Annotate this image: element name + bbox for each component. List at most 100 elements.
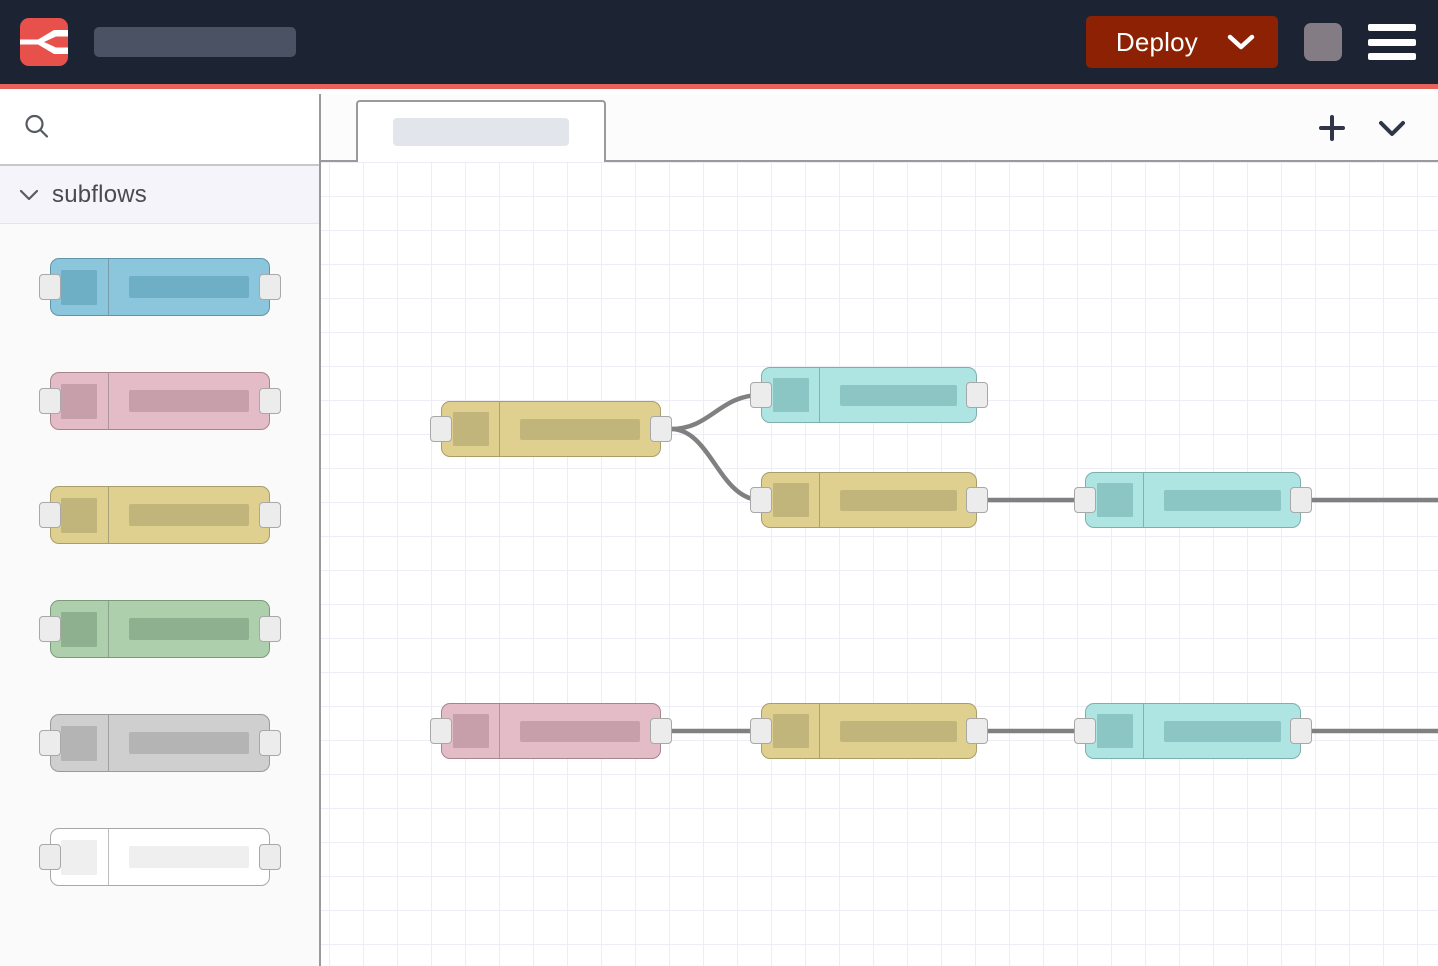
node-input-port[interactable] xyxy=(430,718,452,744)
node-label xyxy=(520,418,640,440)
user-avatar[interactable] xyxy=(1304,23,1342,61)
plus-icon[interactable] xyxy=(1316,112,1348,144)
wire-source-to-yellow-mid[interactable] xyxy=(668,426,764,503)
palette-node-grey[interactable] xyxy=(38,714,281,772)
node-input-port[interactable] xyxy=(38,730,61,756)
palette-category-subflows[interactable]: subflows xyxy=(0,166,319,224)
node-output-port[interactable] xyxy=(258,730,281,756)
node-type-icon xyxy=(61,269,97,305)
node-output-port[interactable] xyxy=(650,718,672,744)
node-body xyxy=(109,373,269,429)
node-output-port[interactable] xyxy=(258,388,281,414)
node-body xyxy=(820,704,976,758)
node-output-port[interactable] xyxy=(258,274,281,300)
canvas-node-yellow-mid[interactable] xyxy=(750,472,988,528)
node-output-port[interactable] xyxy=(966,382,988,408)
canvas-node-cyan-top[interactable] xyxy=(750,367,988,423)
node-icon-box xyxy=(51,715,109,771)
node-label xyxy=(128,504,249,526)
node-icon-box xyxy=(1086,473,1144,527)
flow-tab-bar xyxy=(321,94,1438,162)
node-label xyxy=(839,720,957,742)
node-input-port[interactable] xyxy=(750,382,772,408)
node-output-port[interactable] xyxy=(650,416,672,442)
palette-search-input[interactable] xyxy=(0,94,319,166)
node-input-port[interactable] xyxy=(38,388,61,414)
canvas-node-cyan-right[interactable] xyxy=(1074,472,1312,528)
canvas-node-cyan-bottom[interactable] xyxy=(1074,703,1312,759)
node-input-port[interactable] xyxy=(430,416,452,442)
palette-node-list xyxy=(0,224,319,914)
header-search-input[interactable] xyxy=(94,27,296,57)
node-output-port[interactable] xyxy=(258,616,281,642)
hamburger-bar-1 xyxy=(1368,24,1416,31)
node-body xyxy=(109,259,269,315)
node-type-icon xyxy=(772,378,809,412)
node-type-icon xyxy=(1096,483,1133,517)
node-input-port[interactable] xyxy=(750,718,772,744)
node-output-port[interactable] xyxy=(966,487,988,513)
node-label xyxy=(128,276,249,298)
node-body xyxy=(109,487,269,543)
palette-node-row xyxy=(0,458,319,572)
palette-node-pink[interactable] xyxy=(38,372,281,430)
node-icon-box xyxy=(51,259,109,315)
node-output-port[interactable] xyxy=(258,844,281,870)
node-icon-box xyxy=(762,704,820,758)
node-icon-box xyxy=(51,487,109,543)
node-input-port[interactable] xyxy=(38,844,61,870)
node-label xyxy=(128,846,249,868)
node-type-icon xyxy=(1096,714,1133,748)
palette-node-yellow[interactable] xyxy=(38,486,281,544)
palette-node-blue[interactable] xyxy=(38,258,281,316)
canvas-wire-layer xyxy=(668,392,1438,734)
node-type-icon xyxy=(772,714,809,748)
node-input-port[interactable] xyxy=(1074,487,1096,513)
palette-node-white[interactable] xyxy=(38,828,281,886)
chevron-down-icon[interactable] xyxy=(16,188,42,202)
palette-node-green[interactable] xyxy=(38,600,281,658)
flow-tab-active[interactable] xyxy=(356,100,606,162)
node-label xyxy=(1163,489,1281,511)
node-output-port[interactable] xyxy=(258,502,281,528)
node-type-icon xyxy=(61,611,97,647)
node-body xyxy=(109,601,269,657)
node-body xyxy=(1144,473,1300,527)
node-icon-box xyxy=(762,473,820,527)
node-label xyxy=(839,489,957,511)
node-icon-box xyxy=(442,704,500,758)
node-output-port[interactable] xyxy=(1290,487,1312,513)
canvas-node-pink-bottom[interactable] xyxy=(430,703,672,759)
chevron-down-icon[interactable] xyxy=(1376,117,1408,139)
hamburger-bar-2 xyxy=(1368,38,1416,46)
palette-node-row xyxy=(0,344,319,458)
node-input-port[interactable] xyxy=(38,616,61,642)
canvas-area xyxy=(321,94,1438,966)
node-label xyxy=(839,384,957,406)
node-output-port[interactable] xyxy=(1290,718,1312,744)
node-red-fork-logo-icon[interactable] xyxy=(20,18,68,66)
canvas-node-source-yellow[interactable] xyxy=(430,401,672,457)
node-type-icon xyxy=(772,483,809,517)
node-input-port[interactable] xyxy=(750,487,772,513)
app-header: Deploy xyxy=(0,0,1438,89)
node-type-icon xyxy=(61,497,97,533)
palette-sidebar: subflows xyxy=(0,94,321,966)
node-input-port[interactable] xyxy=(38,502,61,528)
canvas-node-yellow-bottom[interactable] xyxy=(750,703,988,759)
node-output-port[interactable] xyxy=(966,718,988,744)
hamburger-menu-icon[interactable] xyxy=(1368,24,1416,60)
deploy-button[interactable]: Deploy xyxy=(1085,16,1278,68)
node-input-port[interactable] xyxy=(1074,718,1096,744)
node-body xyxy=(820,368,976,422)
node-icon-box xyxy=(51,601,109,657)
canvas-grid[interactable] xyxy=(321,162,1438,966)
palette-node-row xyxy=(0,686,319,800)
chevron-down-icon[interactable] xyxy=(1226,32,1256,52)
node-body xyxy=(1144,704,1300,758)
node-input-port[interactable] xyxy=(38,274,61,300)
node-icon-box xyxy=(51,373,109,429)
wire-source-to-cyan-top[interactable] xyxy=(668,392,764,432)
node-icon-box xyxy=(51,829,109,885)
